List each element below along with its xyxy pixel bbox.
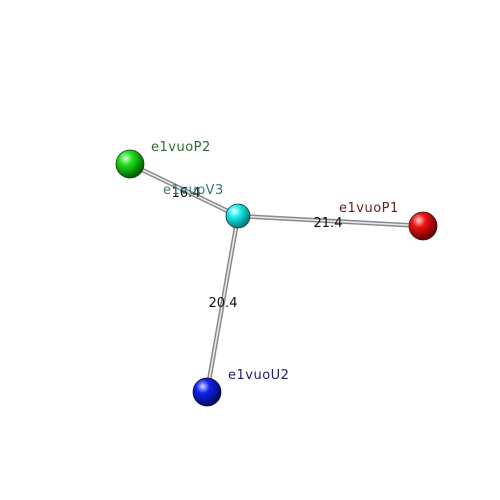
atom-p2[interactable] bbox=[115, 149, 145, 179]
distance-label-p2: 16.4 bbox=[172, 186, 201, 201]
atom-label-u2: e1vuoU2 bbox=[228, 368, 289, 383]
atom-label-center: e1vuoV3 bbox=[163, 183, 224, 198]
distance-label-u2: 20.4 bbox=[209, 296, 238, 311]
bond-center-p1 bbox=[235, 213, 426, 229]
atom-label-p1: e1vuoP1 bbox=[339, 201, 399, 216]
atom-center[interactable] bbox=[225, 203, 251, 229]
distance-label-p1: 21.4 bbox=[314, 216, 343, 231]
atom-p1[interactable] bbox=[408, 211, 438, 241]
bond-center-u2 bbox=[204, 213, 241, 395]
bonds bbox=[127, 161, 426, 395]
bond-center-p2 bbox=[127, 161, 241, 219]
atom-u2[interactable] bbox=[192, 377, 222, 407]
atom-label-p2: e1vuoP2 bbox=[151, 140, 211, 155]
